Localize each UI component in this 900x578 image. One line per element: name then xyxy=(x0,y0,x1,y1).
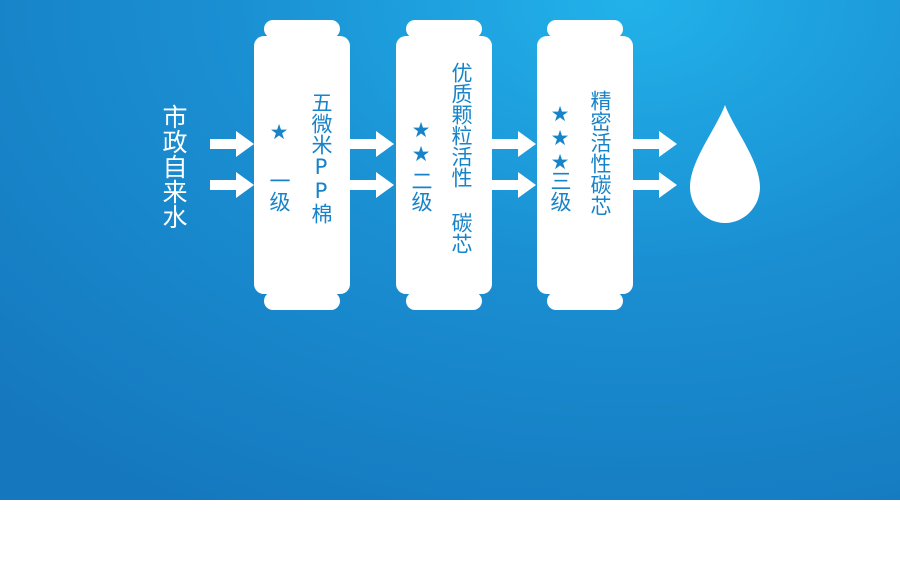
cartridge-bottom-cap xyxy=(547,292,623,310)
filter-cartridge-stage-2: ★★ 二级 优质颗粒活性 碳芯 xyxy=(396,20,492,310)
filter-cartridge-stage-3: ★★★ 三级 精密活性碳芯 xyxy=(537,20,633,310)
arrow-right-icon xyxy=(633,131,677,157)
cartridge-body xyxy=(396,36,492,294)
arrow-right-icon xyxy=(210,172,254,198)
stage-stars: ★ xyxy=(267,120,291,144)
stage-name: 优质颗粒活性 碳芯 xyxy=(449,62,473,254)
stage-name: 精密活性碳芯 xyxy=(588,90,612,216)
stage-stars: ★★ xyxy=(409,118,433,166)
water-drop-icon xyxy=(690,105,760,223)
diagram-panel: 市政自来水 ★ 一级 五微米PP棉 ★★ 二级 优质颗粒活性 碳芯 xyxy=(0,0,900,500)
stage-level: 三级 xyxy=(548,170,572,212)
arrow-right-icon xyxy=(350,172,394,198)
cartridge-body xyxy=(254,36,350,294)
arrow-right-icon xyxy=(492,172,536,198)
stage-stars: ★★★ xyxy=(548,102,572,174)
filter-cartridge-stage-1: ★ 一级 五微米PP棉 xyxy=(254,20,350,310)
arrow-right-icon xyxy=(210,131,254,157)
cartridge-top-cap xyxy=(547,20,623,38)
arrow-right-icon xyxy=(492,131,536,157)
stage-level: 一级 xyxy=(267,170,291,212)
stage-name: 五微米PP棉 xyxy=(309,92,333,224)
stage-level: 二级 xyxy=(409,170,433,212)
cartridge-bottom-cap xyxy=(406,292,482,310)
arrow-right-icon xyxy=(633,172,677,198)
cartridge-top-cap xyxy=(264,20,340,38)
cartridge-top-cap xyxy=(406,20,482,38)
cartridge-body xyxy=(537,36,633,294)
arrow-right-icon xyxy=(350,131,394,157)
cartridge-bottom-cap xyxy=(264,292,340,310)
source-label: 市政自来水 xyxy=(159,104,188,229)
